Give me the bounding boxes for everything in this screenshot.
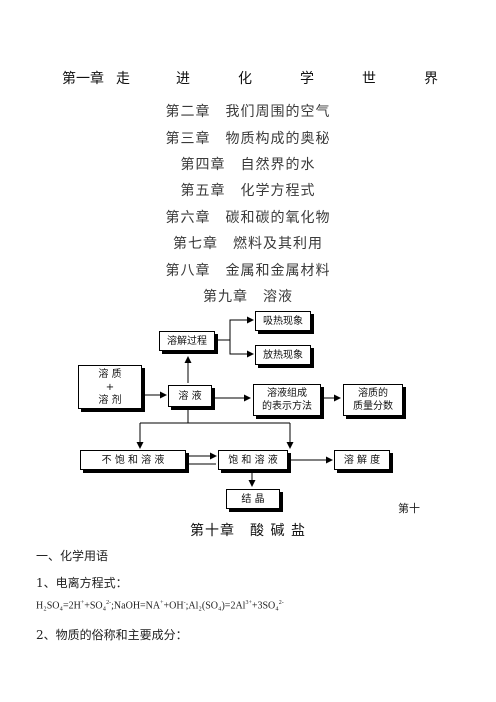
- composition-box: 溶液组成 的表示方法: [253, 384, 321, 416]
- solvent-label: 溶 剂: [98, 394, 122, 406]
- formula-so4: +SO₄: [84, 600, 107, 612]
- charge-plus: +: [80, 600, 85, 606]
- charge-2minus: 2-: [106, 600, 112, 606]
- saturated-solution-box: 饱 和 溶 液: [218, 450, 288, 470]
- toc-item: 第八章 金属和金属材料: [165, 263, 331, 279]
- toc-item: 第七章 燃料及其利用: [173, 236, 323, 252]
- exothermic-box: 放热现象: [255, 345, 311, 365]
- chapter1-char: 世: [362, 71, 376, 87]
- ionization-formula: H₂SO₄=2H++SO₄2-;NaOH=NA++OH-;Al₂(SO₄)=2A…: [36, 600, 284, 611]
- endothermic-box: 吸热现象: [255, 311, 311, 331]
- formula-naoh: ;NaOH=NA: [111, 600, 161, 612]
- plus-label: +: [105, 381, 115, 393]
- chapter1-prefix: 第一章: [62, 71, 104, 87]
- chapter1-char: 进: [176, 71, 190, 87]
- formula-so4-b: +3SO₄: [251, 600, 279, 612]
- toc-item: 第五章 化学方程式: [180, 183, 316, 199]
- formula-h2so4: H₂SO₄=2H: [36, 600, 81, 612]
- item-common-names: 2、物质的俗称和主要成分：: [36, 628, 188, 642]
- chapter1-char: 界: [424, 71, 438, 87]
- formula-oh: +OH: [163, 600, 184, 612]
- toc-item: 第六章 碳和碳的氧化物: [165, 210, 331, 226]
- chapter1-char: 学: [300, 71, 314, 87]
- composition-line1: 溶液组成: [267, 388, 307, 399]
- crystallization-box: 结 晶: [226, 489, 280, 509]
- solution-box: 溶 液: [168, 385, 212, 407]
- solute-solvent-box: 溶 质 + 溶 剂: [78, 365, 142, 409]
- chapter1-char: 化: [238, 71, 252, 87]
- mass-fraction-box: 溶质的 质量分数: [343, 384, 403, 416]
- mass-fraction-line1: 溶质的: [358, 388, 388, 399]
- charge-plus: +: [160, 600, 164, 606]
- toc-item: 第四章 自然界的水: [180, 157, 316, 173]
- toc-item: 第二章 我们周围的空气: [165, 104, 331, 120]
- formula-al: ;Al₂(SO₄)=2Al: [185, 600, 246, 612]
- solute-label: 溶 质: [98, 368, 122, 380]
- charge-2minus: 2-: [278, 600, 284, 606]
- solubility-box: 溶 解 度: [334, 450, 390, 470]
- toc-item: 第三章 物质构成的奥秘: [165, 131, 331, 147]
- mass-fraction-line2: 质量分数: [353, 401, 393, 412]
- unsaturated-solution-box: 不 饱 和 溶 液: [80, 450, 186, 470]
- chapter1-char: 走: [116, 71, 130, 87]
- toc-item: 第九章 溶液: [203, 289, 293, 305]
- arrow-exothermic: [229, 340, 254, 358]
- dissolution-process-box: 溶解过程: [159, 331, 215, 351]
- arrow-endothermic: [213, 316, 254, 341]
- chapter10-heading: 第十章 酸 碱 盐: [190, 523, 306, 539]
- side-note: 第十: [398, 502, 420, 515]
- section-chemical-terms: 一、化学用语: [36, 549, 109, 563]
- charge-minus: -: [183, 600, 186, 606]
- composition-line2: 的表示方法: [262, 401, 312, 412]
- charge-3plus: 3+: [245, 600, 252, 606]
- item-ionization-equation: 1、电离方程式：: [36, 576, 128, 590]
